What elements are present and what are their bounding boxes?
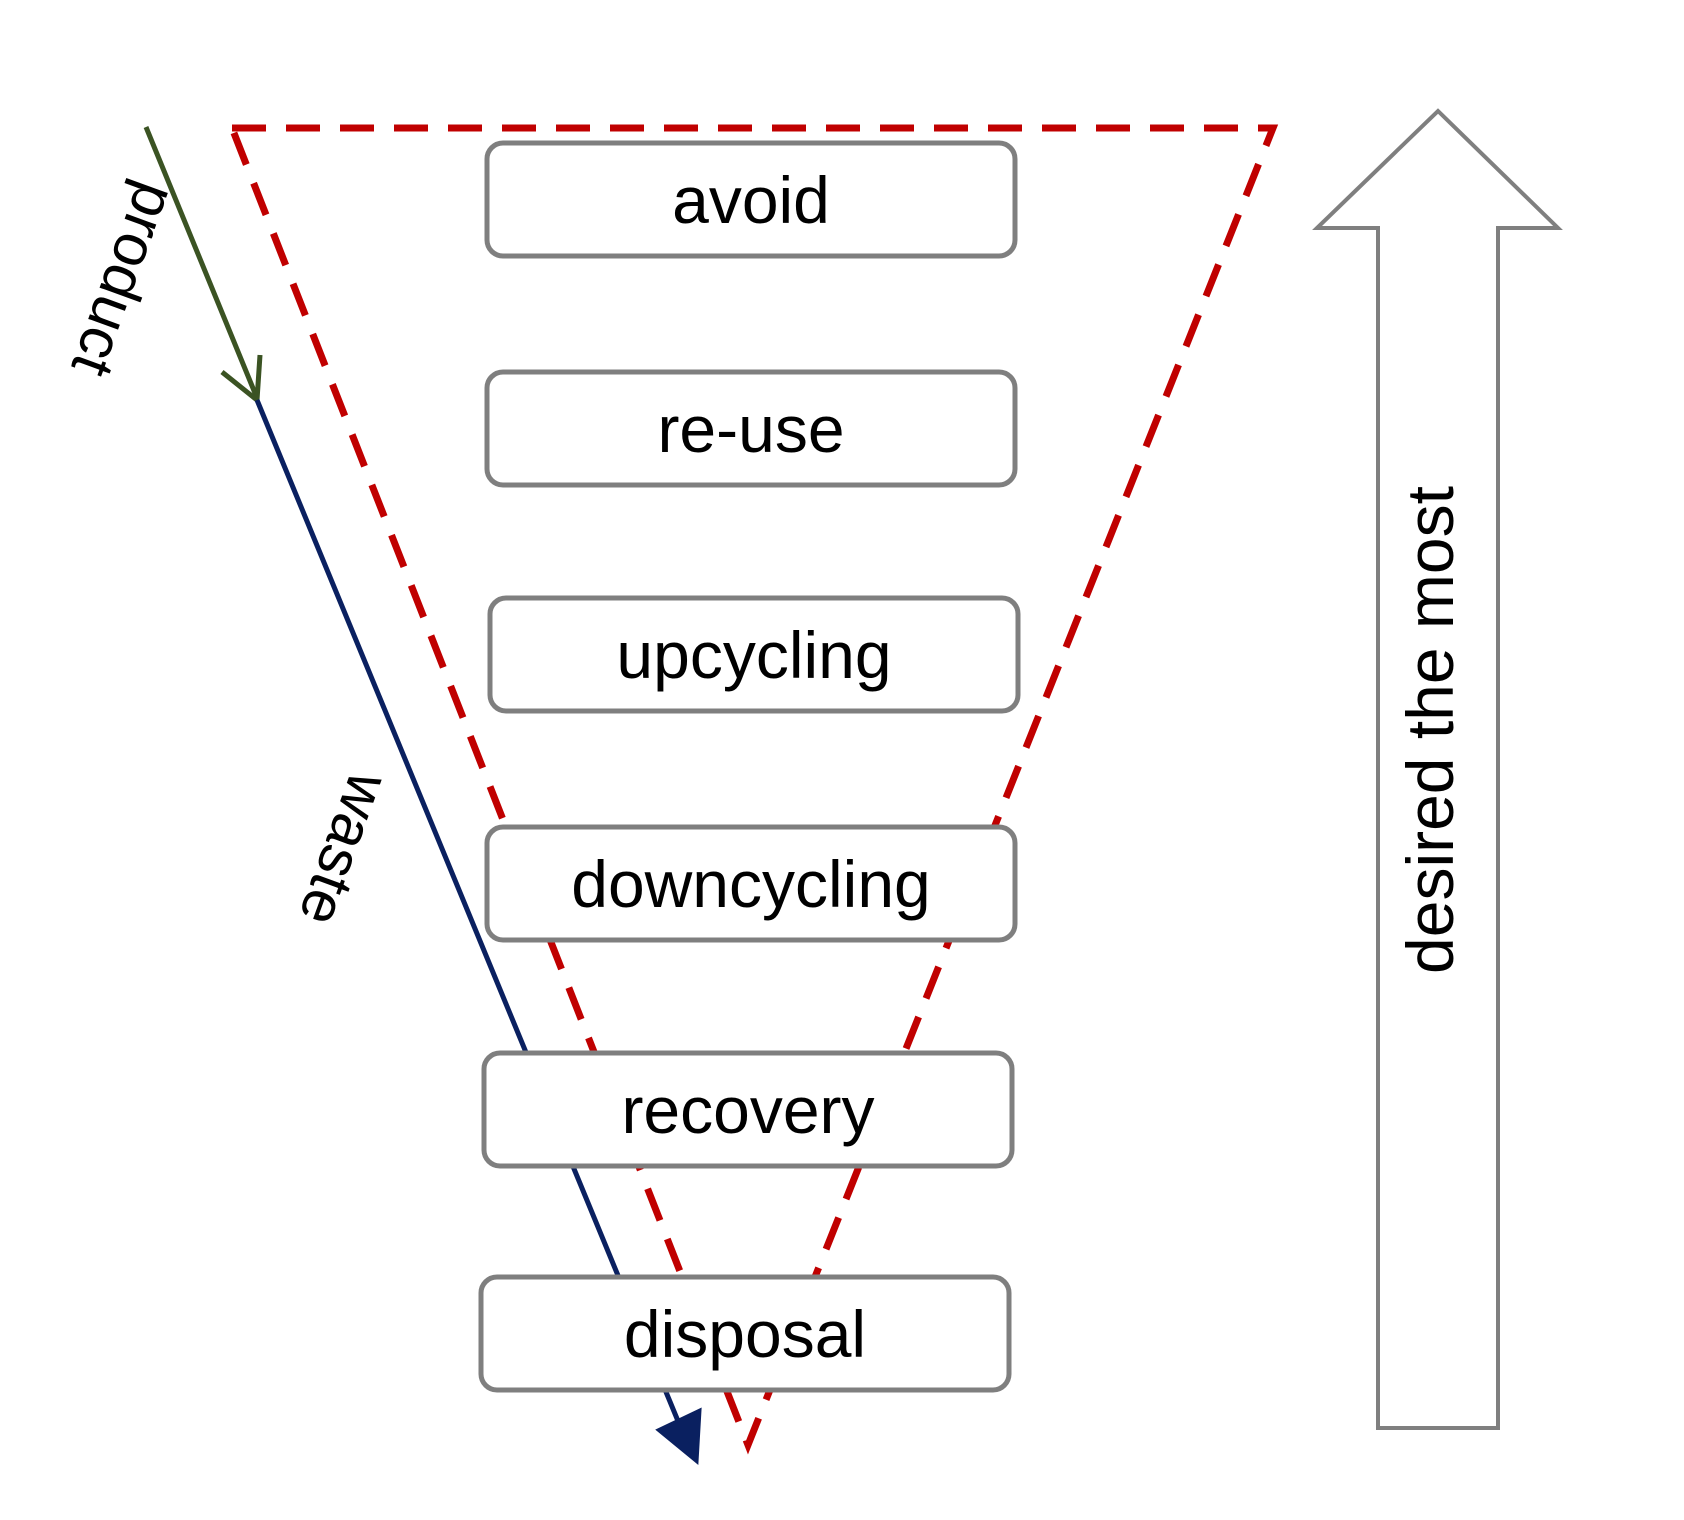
funnel-outline	[226, 124, 1279, 1455]
stage-box-downcycling: downcycling	[484, 824, 1018, 943]
stage-box-recovery: recovery	[481, 1050, 1015, 1169]
product-label: product	[59, 174, 191, 385]
stage-box-disposal: disposal	[478, 1274, 1012, 1393]
priority-label: desired the most	[1393, 486, 1467, 974]
stage-label-upcycling: upcycling	[616, 618, 891, 692]
stage-label-downcycling: downcycling	[571, 847, 931, 921]
stage-label-avoid: avoid	[672, 163, 830, 237]
stage-label-re-use: re-use	[657, 392, 844, 466]
waste-label: waste	[286, 764, 403, 935]
stage-label-disposal: disposal	[624, 1297, 866, 1371]
priority-up-arrow	[1312, 108, 1563, 1430]
stage-box-upcycling: upcycling	[487, 595, 1021, 714]
stage-box-re-use: re-use	[484, 369, 1018, 488]
stage-box-avoid: avoid	[484, 140, 1018, 259]
stage-label-recovery: recovery	[621, 1073, 874, 1147]
